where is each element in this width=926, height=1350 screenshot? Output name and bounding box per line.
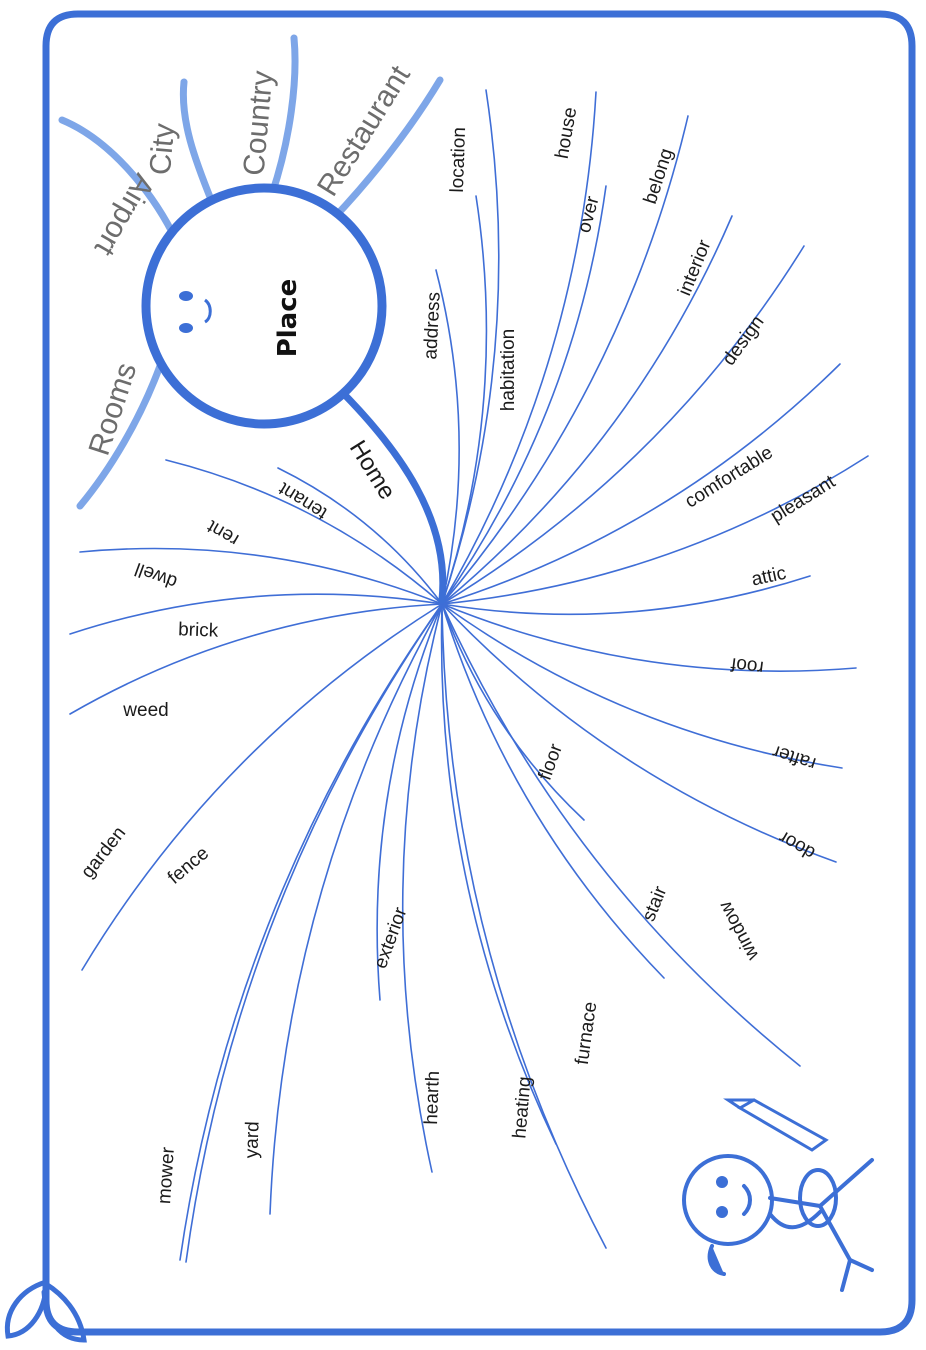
word-address: address xyxy=(420,291,445,360)
word-garden: garden xyxy=(77,823,130,883)
category-country: Country xyxy=(238,69,280,177)
word-fence: fence xyxy=(164,843,213,889)
branch-line-rooms xyxy=(76,362,164,510)
word-line-heating xyxy=(440,603,557,1145)
page-frame xyxy=(42,10,916,1336)
word-yard: yard xyxy=(241,1121,263,1159)
word-line-habitation xyxy=(441,195,488,605)
word-hearth: hearth xyxy=(421,1071,444,1126)
word-line-design xyxy=(441,245,805,605)
word-line-over xyxy=(441,185,607,605)
word-house: house xyxy=(552,106,582,161)
center-circle xyxy=(141,183,387,429)
word-habitation: habitation xyxy=(498,329,519,411)
word-interior: interior xyxy=(674,236,715,298)
branch-line-home xyxy=(334,384,447,604)
category-rooms: Rooms xyxy=(83,359,144,460)
word-line-garden xyxy=(81,603,443,971)
leaf-ornament xyxy=(4,1279,87,1343)
category-city: City xyxy=(144,122,181,176)
branch-line-city xyxy=(179,78,216,206)
word-line-mower xyxy=(185,603,443,1263)
word-line-yard xyxy=(269,603,443,1215)
word-line-brick xyxy=(69,593,443,635)
branch-line-restaurant xyxy=(328,76,444,224)
word-line-furnace xyxy=(441,603,607,1249)
word-location: location xyxy=(447,127,470,193)
branch-line-country xyxy=(268,34,299,198)
word-line-rent xyxy=(165,459,443,605)
word-rafter: rafter xyxy=(769,740,818,774)
word-tenant: tenant xyxy=(275,477,332,523)
word-stair: stair xyxy=(638,883,671,925)
word-line-exterior xyxy=(376,603,443,1001)
word-line-address xyxy=(435,269,460,605)
word-line-belong xyxy=(441,115,689,605)
word-line-door xyxy=(441,603,837,863)
word-weed: weed xyxy=(122,700,168,721)
pencil-character-icon xyxy=(682,1098,874,1292)
word-line-attic xyxy=(441,575,811,616)
word-line-floor xyxy=(441,603,585,821)
word-floor: floor xyxy=(535,741,568,784)
word-rent: rent xyxy=(203,515,242,550)
word-attic: attic xyxy=(750,563,788,591)
word-door: door xyxy=(775,826,819,864)
branch-line-airport xyxy=(58,116,176,236)
word-dwell: dwell xyxy=(132,558,180,593)
word-line-window xyxy=(441,603,801,1067)
word-window: window xyxy=(715,897,764,964)
word-line-weed xyxy=(69,603,443,715)
word-line-roof xyxy=(441,603,857,672)
word-line-stair xyxy=(441,603,665,979)
word-furnace: furnace xyxy=(572,1000,602,1066)
word-line-interior xyxy=(441,215,733,605)
word-roof: roof xyxy=(729,653,765,678)
word-line-hearth xyxy=(401,603,443,1173)
word-brick: brick xyxy=(178,619,219,641)
word-line-rafter xyxy=(441,603,843,769)
word-line-tenant xyxy=(277,467,443,605)
smiley-face-icon xyxy=(179,291,212,333)
word-line-dwell xyxy=(79,547,443,605)
word-heating: heating xyxy=(509,1076,535,1140)
word-comfortable: comfortable xyxy=(681,442,776,512)
word-design: design xyxy=(719,312,769,370)
category-airport: Airport xyxy=(88,168,161,262)
word-line-house xyxy=(441,91,597,605)
center-label: Place xyxy=(273,279,303,358)
word-line-comfortable xyxy=(441,363,841,605)
word-exterior: exterior xyxy=(370,904,412,971)
word-mower: mower xyxy=(154,1146,179,1205)
word-line-pleasant xyxy=(441,455,869,605)
word-line-fence xyxy=(179,603,443,1261)
word-pleasant: pleasant xyxy=(767,471,840,527)
